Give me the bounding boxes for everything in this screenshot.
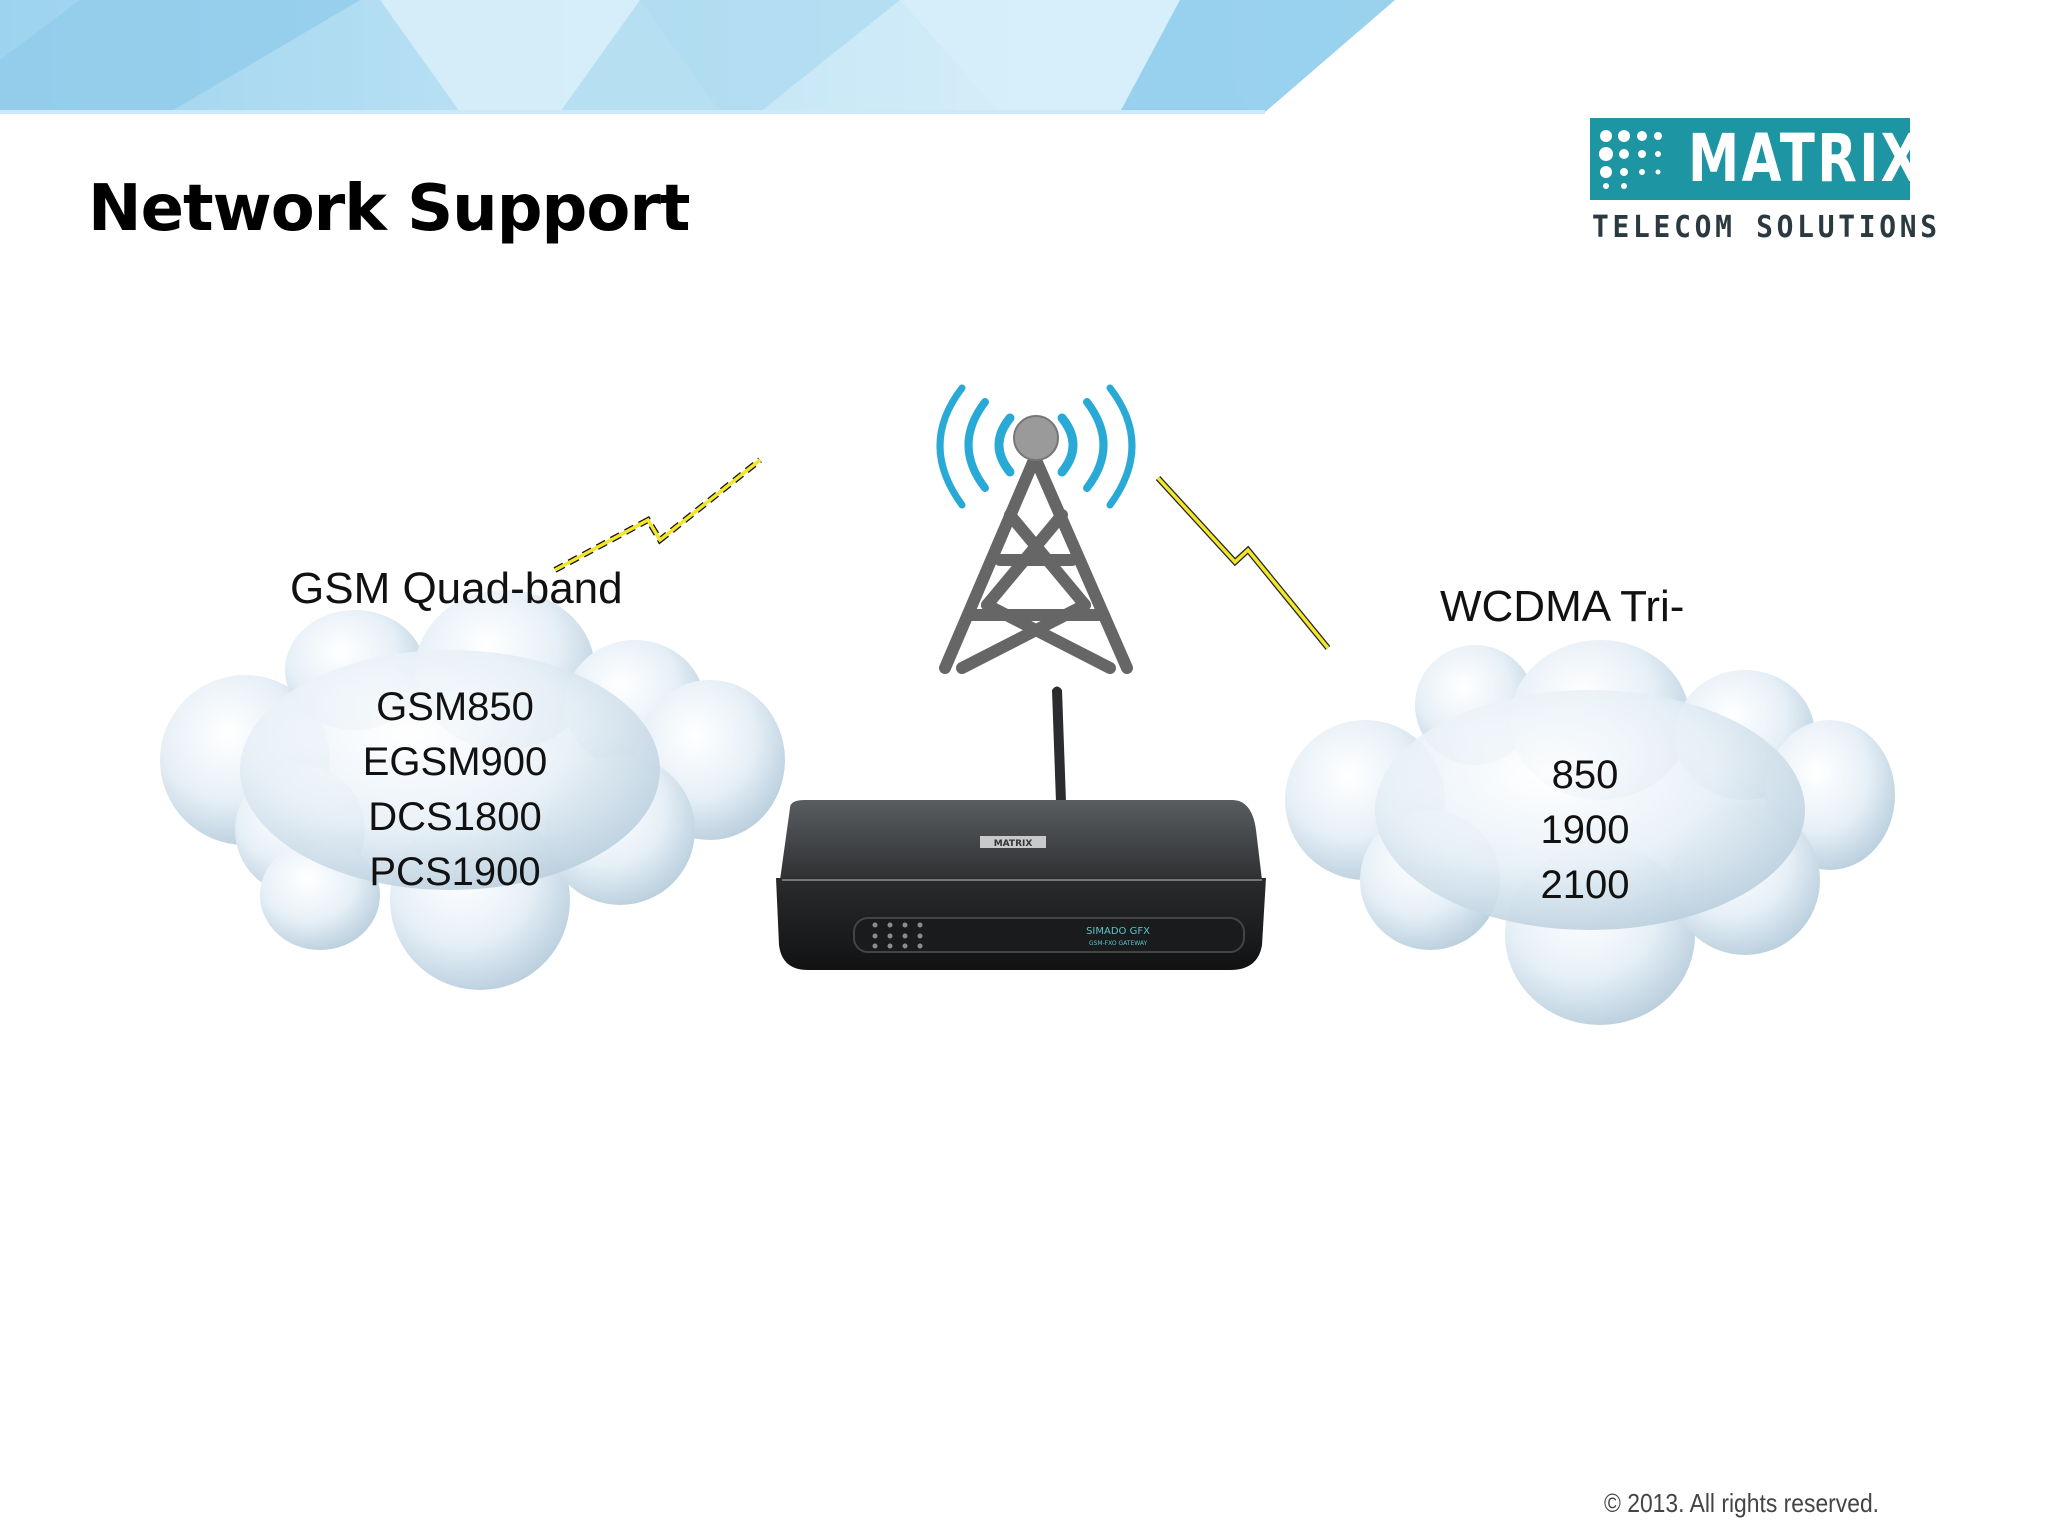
- device-brand: MATRIX: [994, 839, 1033, 849]
- gsm-band-item: GSM850: [376, 685, 534, 729]
- wcdma-band-item: 850: [1551, 753, 1619, 797]
- gsm-band-item: EGSM900: [362, 740, 548, 784]
- header-banner: [0, 0, 2048, 120]
- gateway-device: MATRIX SIMADO GFX GSM-FXO GATEWAY: [776, 686, 1266, 970]
- wcdma-band-item: 1900: [1540, 808, 1630, 852]
- wcdma-band-list: 850 1900 2100: [1515, 748, 1655, 913]
- gsm-band-item: DCS1800: [368, 795, 542, 839]
- signal-waves-icon: [936, 384, 1136, 509]
- logo-dots-icon: [1599, 130, 1662, 189]
- copyright-footer: © 2013. All rights reserved.: [1604, 1488, 1880, 1518]
- logo-wordmark: MATRIX: [1688, 120, 1923, 197]
- logo-tagline: TELECOM SOLUTIONS: [1592, 210, 1941, 245]
- wcdma-cloud-label: WCDMA Tri-: [1440, 582, 1685, 631]
- wcdma-cloud: [1285, 640, 1895, 1025]
- wcdma-band-item: 2100: [1540, 863, 1630, 907]
- gsm-band-item: PCS1900: [369, 850, 541, 894]
- device-subtitle: GSM-FXO GATEWAY: [1089, 940, 1148, 947]
- logo-mark: MATRIX: [1590, 118, 1920, 200]
- cell-tower-icon: [939, 454, 1133, 674]
- gsm-cloud: [160, 590, 785, 990]
- matrix-logo: MATRIX TELECOM SOLUTIONS: [1590, 112, 1941, 252]
- tower-beacon-icon: [1013, 415, 1059, 461]
- device-model: SIMADO GFX: [1086, 926, 1150, 937]
- gsm-cloud-label: GSM Quad-band: [290, 564, 623, 613]
- left-lightning-icon: [553, 457, 762, 573]
- right-lightning-icon: [1155, 475, 1331, 650]
- slide-title: Network Support: [88, 172, 690, 246]
